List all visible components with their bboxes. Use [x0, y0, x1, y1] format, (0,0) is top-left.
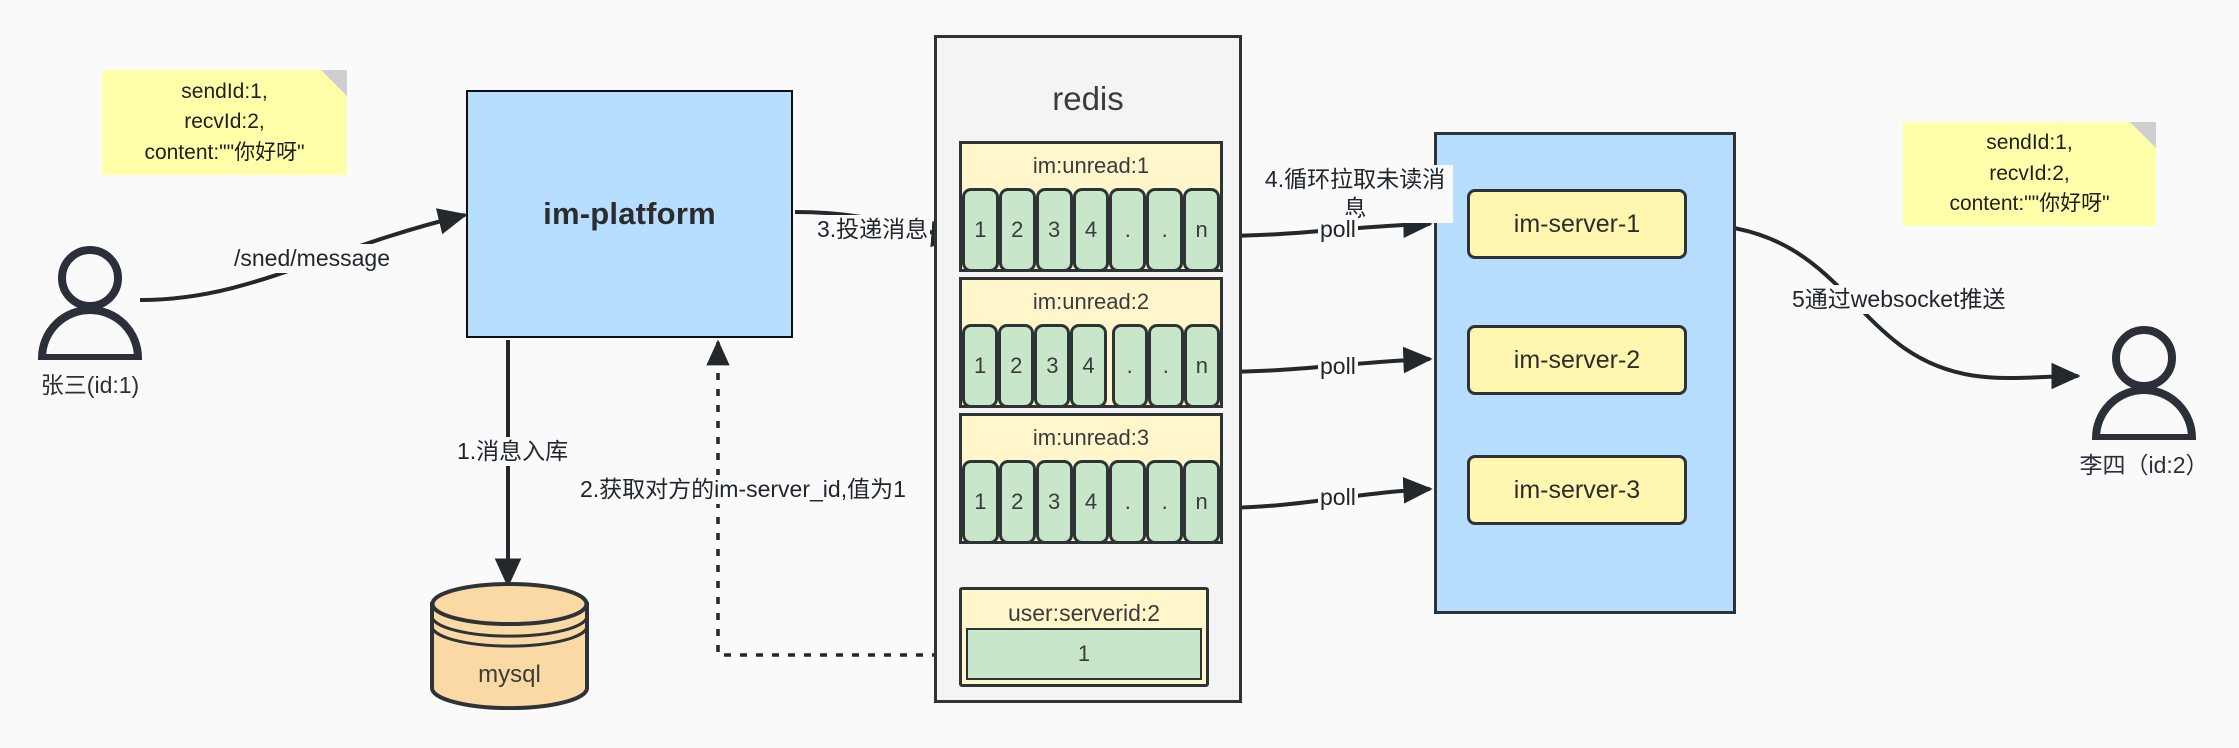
redis-cell[interactable]: 4 — [1072, 460, 1110, 544]
sender-note-text: sendId:1, recvId:2, content:""你好呀" — [144, 79, 305, 164]
redis-cell[interactable]: . — [1146, 460, 1184, 544]
redis-cell[interactable]: . — [1109, 460, 1147, 544]
database-cylinder-icon — [430, 582, 589, 711]
redis-cells: 1 2 3 4 . . n — [962, 188, 1221, 272]
redis-cell[interactable]: . — [1146, 188, 1184, 272]
edge-label-step3: 3.投递消息 — [815, 215, 931, 244]
im-platform-label: im-platform — [543, 196, 716, 231]
redis-cell[interactable]: 1 — [962, 460, 999, 544]
redis-key-label: im:unread:3 — [1032, 425, 1150, 450]
redis-cell[interactable]: . — [1111, 324, 1148, 408]
redis-key-user-serverid[interactable]: user:serverid:2 1 — [959, 587, 1209, 687]
edge-label-step2: 2.获取对方的im-server_id,值为1 — [578, 475, 908, 504]
edge-label-poll-3: poll — [1318, 483, 1358, 512]
im-server-1-label: im-server-1 — [1513, 209, 1641, 238]
redis-serverid-value: 1 — [966, 628, 1202, 680]
note-fold-icon — [2130, 122, 2156, 148]
actor-sender-label: 张三(id:1) — [40, 372, 140, 398]
redis-cell[interactable]: . — [1147, 324, 1184, 408]
redis-serverid-key: user:serverid:2 — [1007, 600, 1161, 626]
redis-cell[interactable]: 1 — [962, 324, 999, 408]
redis-list-im-unread-2[interactable]: im:unread:2 1 2 3 4 . . n — [959, 277, 1223, 408]
user-icon — [37, 246, 143, 362]
actor-receiver-label: 李四（id:2） — [2079, 452, 2209, 478]
edge-label-step4: 4.循环拉取未读消息 — [1257, 165, 1453, 223]
redis-cell[interactable]: 4 — [1072, 188, 1110, 272]
note-fold-icon — [321, 70, 347, 96]
im-server-2-node[interactable]: im-server-2 — [1467, 325, 1687, 395]
redis-key-label: im:unread:1 — [1032, 153, 1150, 178]
redis-cells: 1 2 3 4 . . n — [962, 460, 1221, 544]
im-server-cluster: im-server-1 im-server-2 im-server-3 — [1434, 132, 1736, 614]
redis-cell[interactable]: n — [1183, 460, 1221, 544]
edge-label-step1: 1.消息入库 — [455, 437, 571, 466]
redis-cell[interactable]: 3 — [1035, 188, 1073, 272]
mysql-node[interactable]: mysql — [428, 582, 591, 711]
actor-sender: 张三(id:1) — [30, 240, 150, 398]
redis-cell[interactable]: n — [1183, 188, 1221, 272]
redis-list-im-unread-3[interactable]: im:unread:3 1 2 3 4 . . n — [959, 413, 1223, 544]
redis-cell[interactable]: 2 — [998, 324, 1035, 408]
im-server-3-label: im-server-3 — [1513, 475, 1641, 504]
redis-container: redis im:unread:1 1 2 3 4 . . n im:unrea… — [934, 35, 1242, 703]
edge-label-poll-1: poll — [1318, 215, 1358, 244]
redis-list-im-unread-1[interactable]: im:unread:1 1 2 3 4 . . n — [959, 141, 1223, 272]
user-icon — [2091, 326, 2197, 442]
redis-cell[interactable]: n — [1183, 324, 1220, 408]
redis-cells: 1 2 3 4 . . n — [962, 324, 1220, 408]
redis-cell[interactable]: . — [1109, 188, 1147, 272]
edge-label-send-message: /sned/message — [232, 244, 392, 273]
redis-key-label: im:unread:2 — [1032, 289, 1150, 314]
redis-cell[interactable]: 2 — [998, 460, 1036, 544]
sender-message-note: sendId:1, recvId:2, content:""你好呀" — [102, 70, 347, 175]
redis-cell[interactable]: 3 — [1035, 460, 1073, 544]
actor-receiver: 李四（id:2） — [2079, 320, 2209, 478]
receiver-note-text: sendId:1, recvId:2, content:""你好呀" — [1949, 131, 2110, 216]
redis-title: redis — [1052, 80, 1124, 117]
receiver-message-note: sendId:1, recvId:2, content:""你好呀" — [1903, 122, 2156, 226]
im-server-3-node[interactable]: im-server-3 — [1467, 455, 1687, 525]
redis-cell[interactable]: 1 — [962, 188, 999, 272]
redis-cell[interactable]: 2 — [998, 188, 1036, 272]
edge-label-step5: 5通过websocket推送 — [1790, 285, 2008, 314]
im-server-1-node[interactable]: im-server-1 — [1467, 189, 1687, 259]
redis-cell[interactable]: 4 — [1070, 324, 1107, 408]
redis-cell[interactable]: 3 — [1034, 324, 1071, 408]
im-platform-node[interactable]: im-platform — [466, 90, 793, 338]
edge-label-poll-2: poll — [1318, 352, 1358, 381]
mysql-label: mysql — [478, 661, 541, 689]
im-server-2-label: im-server-2 — [1513, 345, 1641, 374]
